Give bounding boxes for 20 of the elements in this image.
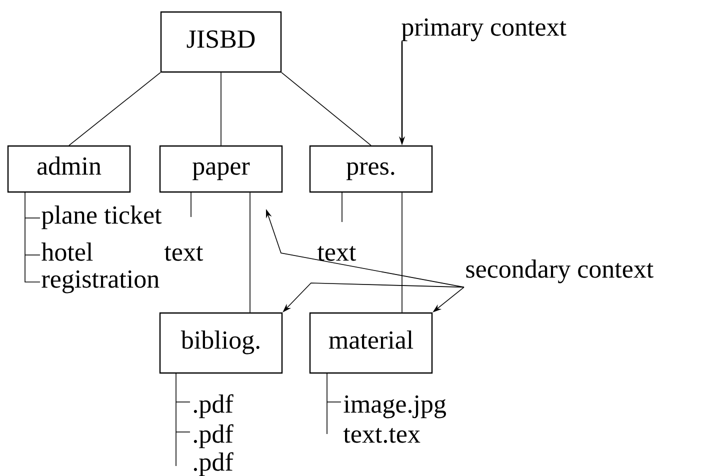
connector-line <box>281 72 372 146</box>
folder-box: material <box>309 312 433 374</box>
file-label: image.jpg <box>344 395 446 418</box>
context-label: secondary context <box>466 260 654 284</box>
folder-box: bibliog. <box>159 312 283 374</box>
folder-box: JISBD <box>160 11 282 73</box>
file-label: plane ticket <box>42 206 162 230</box>
folder-box: pres. <box>309 145 433 193</box>
file-label: .pdf <box>194 424 234 448</box>
file-label: text <box>317 246 356 261</box>
folder-box: admin <box>7 145 131 193</box>
context-label: primary context <box>402 18 566 42</box>
file-label: hotel <box>41 242 93 261</box>
connector-line <box>68 72 161 146</box>
file-label: text.tex <box>343 428 420 443</box>
folder-box: paper <box>159 145 283 193</box>
file-label: registration <box>42 270 160 294</box>
connector-line <box>220 72 222 146</box>
file-label: text <box>164 246 204 261</box>
file-label: .pdf <box>194 452 234 476</box>
